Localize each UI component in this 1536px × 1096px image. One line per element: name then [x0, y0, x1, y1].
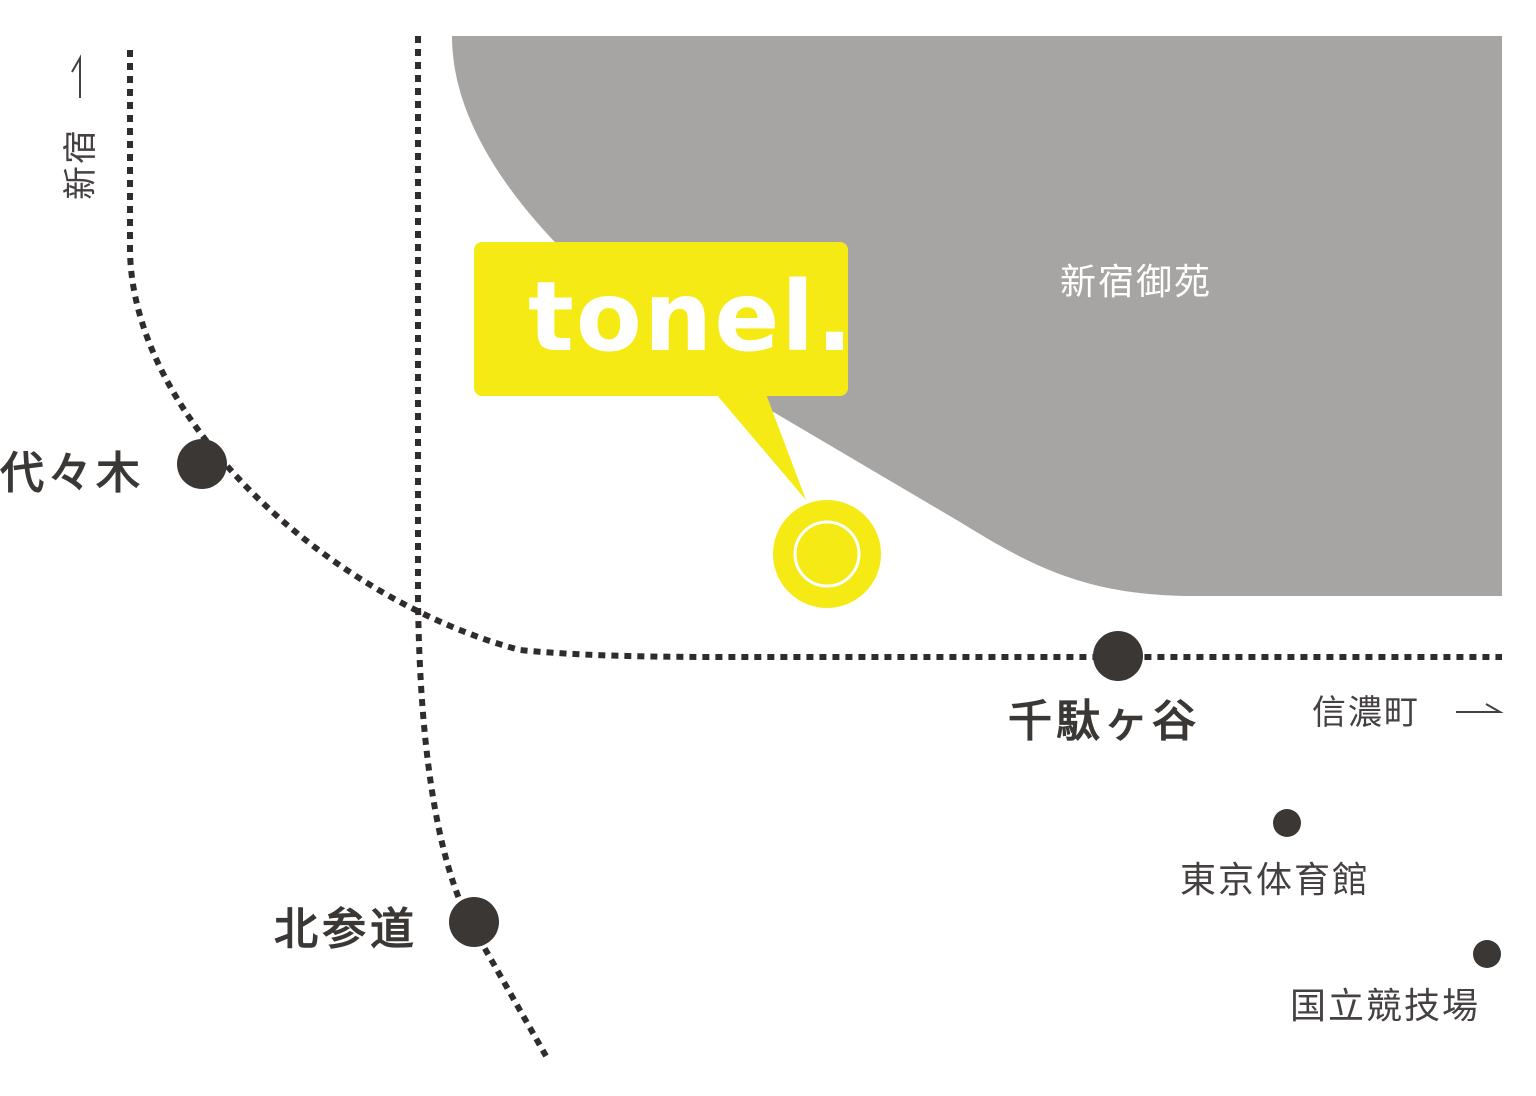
- direction-shinanomachi-label: 信濃町: [1312, 693, 1420, 733]
- landmark-tokyo-gym-label: 東京体育館: [1180, 860, 1370, 901]
- landmark-national-stadium-marker[interactable]: [1473, 940, 1501, 968]
- station-kitasando-marker[interactable]: [449, 897, 499, 947]
- location-ring-icon[interactable]: [773, 500, 881, 608]
- rail-line-fukutoshin: [415, 36, 549, 1058]
- landmark-tokyo-gym-marker[interactable]: [1273, 809, 1301, 837]
- station-sendagaya-marker[interactable]: [1093, 631, 1143, 681]
- direction-arrow-icon: [1456, 703, 1504, 713]
- station-kitasando-label: 北参道: [274, 904, 418, 955]
- park-label: 新宿御苑: [1060, 262, 1212, 303]
- station-yoyogi-label: 代々木: [0, 448, 144, 499]
- park-area: [452, 36, 1502, 596]
- station-yoyogi-marker[interactable]: [177, 439, 227, 489]
- direction-shinjuku-label: 新宿: [61, 128, 101, 200]
- logo-bubble: [474, 242, 848, 396]
- station-sendagaya-label: 千駄ヶ谷: [1008, 696, 1200, 747]
- tonel-callout[interactable]: tonel.: [474, 242, 855, 500]
- direction-arrow-icon: [71, 54, 81, 98]
- callout-pointer: [716, 394, 806, 500]
- rail-line-chuo: [127, 50, 1502, 661]
- logo-text: tonel.: [528, 261, 855, 373]
- landmark-national-stadium-label: 国立競技場: [1290, 986, 1480, 1027]
